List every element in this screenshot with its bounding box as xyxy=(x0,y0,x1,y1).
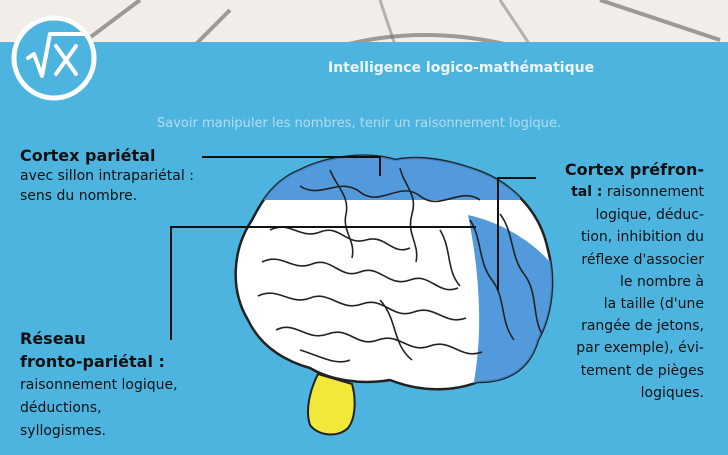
prefrontal-label-line: le nombre à xyxy=(620,274,704,290)
network-label-line: déductions, xyxy=(20,400,102,416)
network-label-title: Réseau xyxy=(20,329,86,348)
network-label-line: raisonnement logique, xyxy=(20,377,178,393)
parietal-label-title: Cortex pariétal xyxy=(20,146,155,165)
prefrontal-label-line: tal : raisonnement xyxy=(571,184,704,200)
parietal-label-line: sens du nombre. xyxy=(20,188,137,204)
prefrontal-label-line: tement de pièges xyxy=(581,363,704,379)
prefrontal-label-line: logique, déduc- xyxy=(595,207,704,223)
parietal-label-line: avec sillon intrapariétal : xyxy=(20,168,194,184)
prefrontal-label-line: la taille (d'une xyxy=(604,296,704,312)
cerebellum-shape xyxy=(308,374,355,434)
prefrontal-label-line: par exemple), évi- xyxy=(576,340,704,356)
page-title: Intelligence logico-mathématique xyxy=(328,60,594,76)
network-label-line: syllogismes. xyxy=(20,423,106,439)
prefrontal-label-title: Cortex préfron- xyxy=(565,160,704,179)
prefrontal-label-line: logiques. xyxy=(641,385,704,401)
page-subtitle: Savoir manipuler les nombres, tenir un r… xyxy=(157,116,561,131)
network-label-title: fronto-pariétal : xyxy=(20,352,165,371)
prefrontal-label-line: tion, inhibition du xyxy=(581,229,704,245)
prefrontal-label-line: réflexe d'associer xyxy=(581,252,704,268)
prefrontal-label-line: rangée de jetons, xyxy=(581,318,704,334)
